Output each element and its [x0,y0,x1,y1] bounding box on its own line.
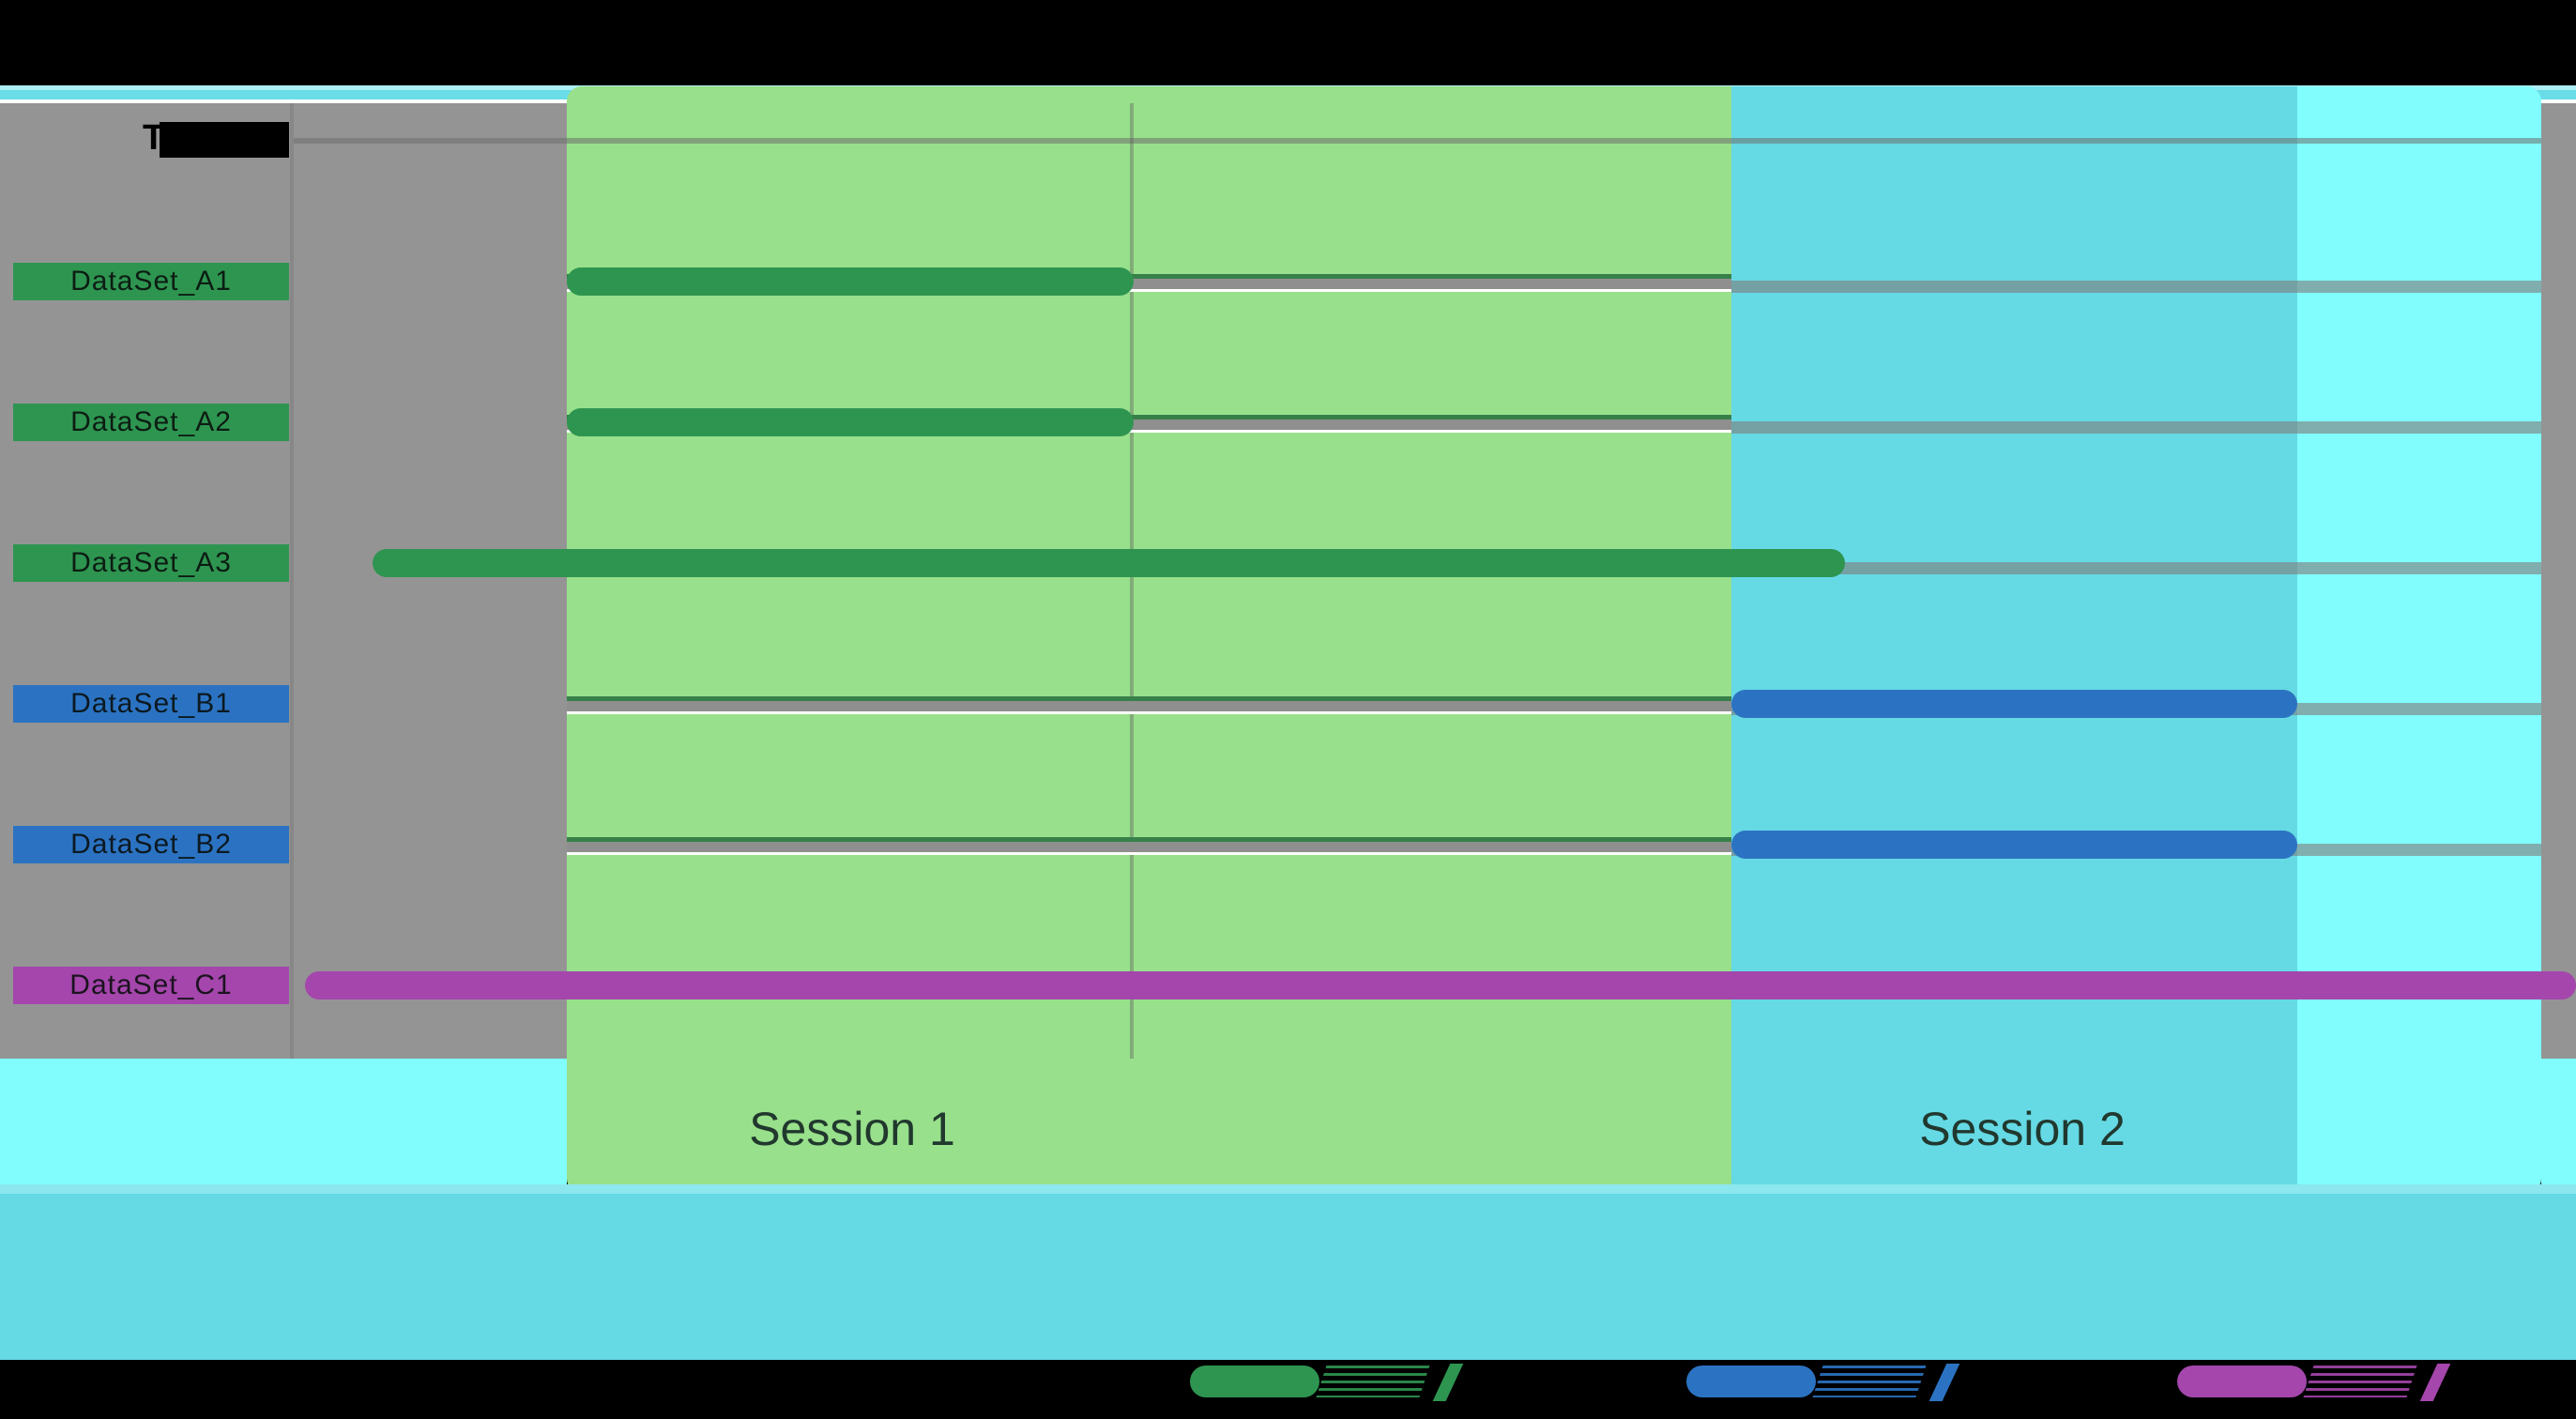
row-gridline-cyan-segment [1731,562,2541,574]
row-label-text: DataSet_A1 [70,266,232,297]
aqua-bottom-left [0,1059,567,1194]
task-bar [1731,831,2297,859]
row-label-text: DataSet_A2 [70,406,232,437]
legend-slash [1928,1364,1960,1401]
session2-label: Session 2 [1919,1103,2126,1155]
bottom-cyan-band [0,1194,2576,1360]
legend-swatch [1686,1366,1816,1397]
row-gridline-green-segment [567,837,1731,855]
task-bar [567,408,1134,436]
legend-slash [2419,1364,2451,1401]
task-bar [305,971,2576,999]
row-gridline-cyan-segment [1731,281,2541,293]
bottom-cyan-band-highlight [0,1184,2576,1194]
row-label-text: DataSet_B2 [70,829,232,860]
row-label-chip: DataSet_B1 [13,685,289,723]
legend-swatch-streaks [1316,1366,1430,1397]
task-bar [373,549,1845,577]
task-header-redaction-box [160,122,289,158]
row-label-text: DataSet_B1 [70,688,232,719]
legend-swatch-streaks [2303,1366,2417,1397]
row-label-chip: DataSet_A1 [13,263,289,300]
row-label-chip: DataSet_A2 [13,404,289,441]
legend-slash [1432,1364,1464,1401]
legend-label: DataSet_C [2459,1363,2576,1394]
task-bar [1731,690,2297,718]
aqua-bottom-right [2541,1059,2576,1194]
vertical-gridline [1130,103,1134,1059]
session2-band [1731,86,2297,1194]
legend-label: DataSet_B [1968,1363,2105,1394]
row-gridline-green-segment [567,696,1731,714]
row-label-text: DataSet_A3 [70,547,232,578]
task-bar [567,267,1134,296]
row-label-text: DataSet_C1 [69,969,233,1000]
row-label-chip: DataSet_B2 [13,826,289,863]
row-label-chip: DataSet_C1 [13,967,289,1004]
legend-swatch [2177,1366,2307,1397]
header-row-gridline [294,138,2541,144]
label-column-divider [290,103,294,1059]
legend-label: DataSet_A [1471,1363,1608,1394]
row-gridline-cyan-segment [1731,421,2541,434]
legend-swatch-streaks [1812,1366,1927,1397]
row-label-chip: DataSet_A3 [13,544,289,582]
session1-label: Session 1 [749,1103,955,1155]
trailing-aqua-band [2297,86,2541,1194]
legend-swatch [1190,1366,1319,1397]
